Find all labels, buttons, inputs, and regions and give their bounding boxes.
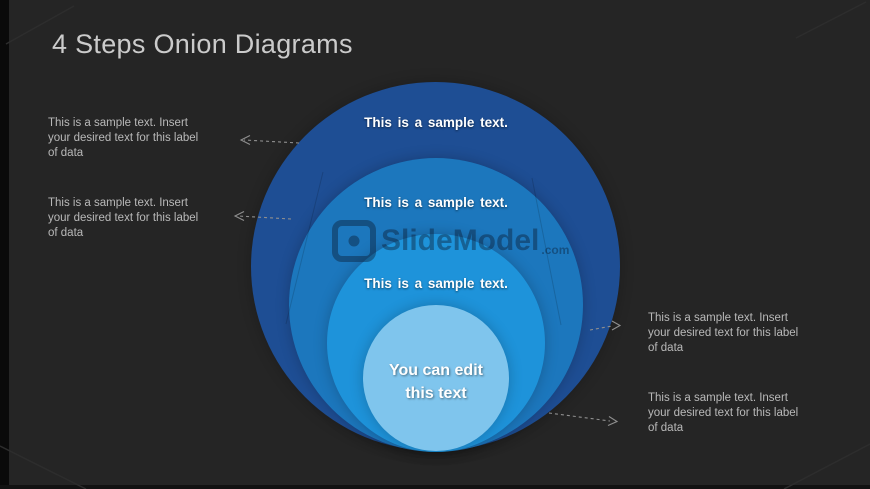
callout-line: of data	[648, 422, 684, 434]
connector-left-top	[239, 135, 300, 145]
watermark-tld: .com	[541, 243, 570, 257]
callout-line: your desired text for this label	[48, 132, 199, 144]
watermark: SlideModel .com	[332, 220, 569, 262]
callout-line: This is a sample text. Insert	[48, 197, 188, 209]
watermark-brand: SlideModel	[381, 224, 540, 257]
callout-line: your desired text for this label	[648, 407, 799, 419]
callout-line: your desired text for this label	[48, 212, 199, 224]
ring-1-label[interactable]: This is a sample text.	[364, 115, 508, 130]
core-label-line-2: this text	[405, 385, 467, 402]
ring-2-label[interactable]: This is a sample text.	[364, 195, 508, 210]
callout-left-middle[interactable]: This is a sample text. Insert your desir…	[48, 196, 243, 241]
callout-line: of data	[48, 227, 84, 239]
left-edge-bar	[0, 0, 9, 489]
callout-line: of data	[648, 342, 684, 354]
callout-line: This is a sample text. Insert	[648, 392, 788, 404]
callout-line: your desired text for this label	[648, 327, 799, 339]
ring-3-label[interactable]: This is a sample text.	[364, 276, 508, 291]
onion-ring-4-core[interactable]	[363, 305, 509, 451]
callout-right-bottom[interactable]: This is a sample text. Insert your desir…	[648, 391, 843, 436]
callout-line: This is a sample text. Insert	[648, 312, 788, 324]
core-label-line-1: You can edit	[389, 362, 483, 379]
callout-right-middle[interactable]: This is a sample text. Insert your desir…	[648, 311, 843, 356]
callout-line: of data	[48, 147, 84, 159]
connector-right-bottom	[548, 412, 619, 427]
callout-line: This is a sample text. Insert	[48, 117, 188, 129]
core-label[interactable]: You can edit this text	[389, 359, 483, 405]
slide-title[interactable]: 4 Steps Onion Diagrams	[52, 29, 353, 59]
bottom-edge-bar	[0, 485, 870, 489]
callout-left-top[interactable]: This is a sample text. Insert your desir…	[48, 116, 243, 161]
slidemodel-logo-icon	[332, 220, 376, 262]
